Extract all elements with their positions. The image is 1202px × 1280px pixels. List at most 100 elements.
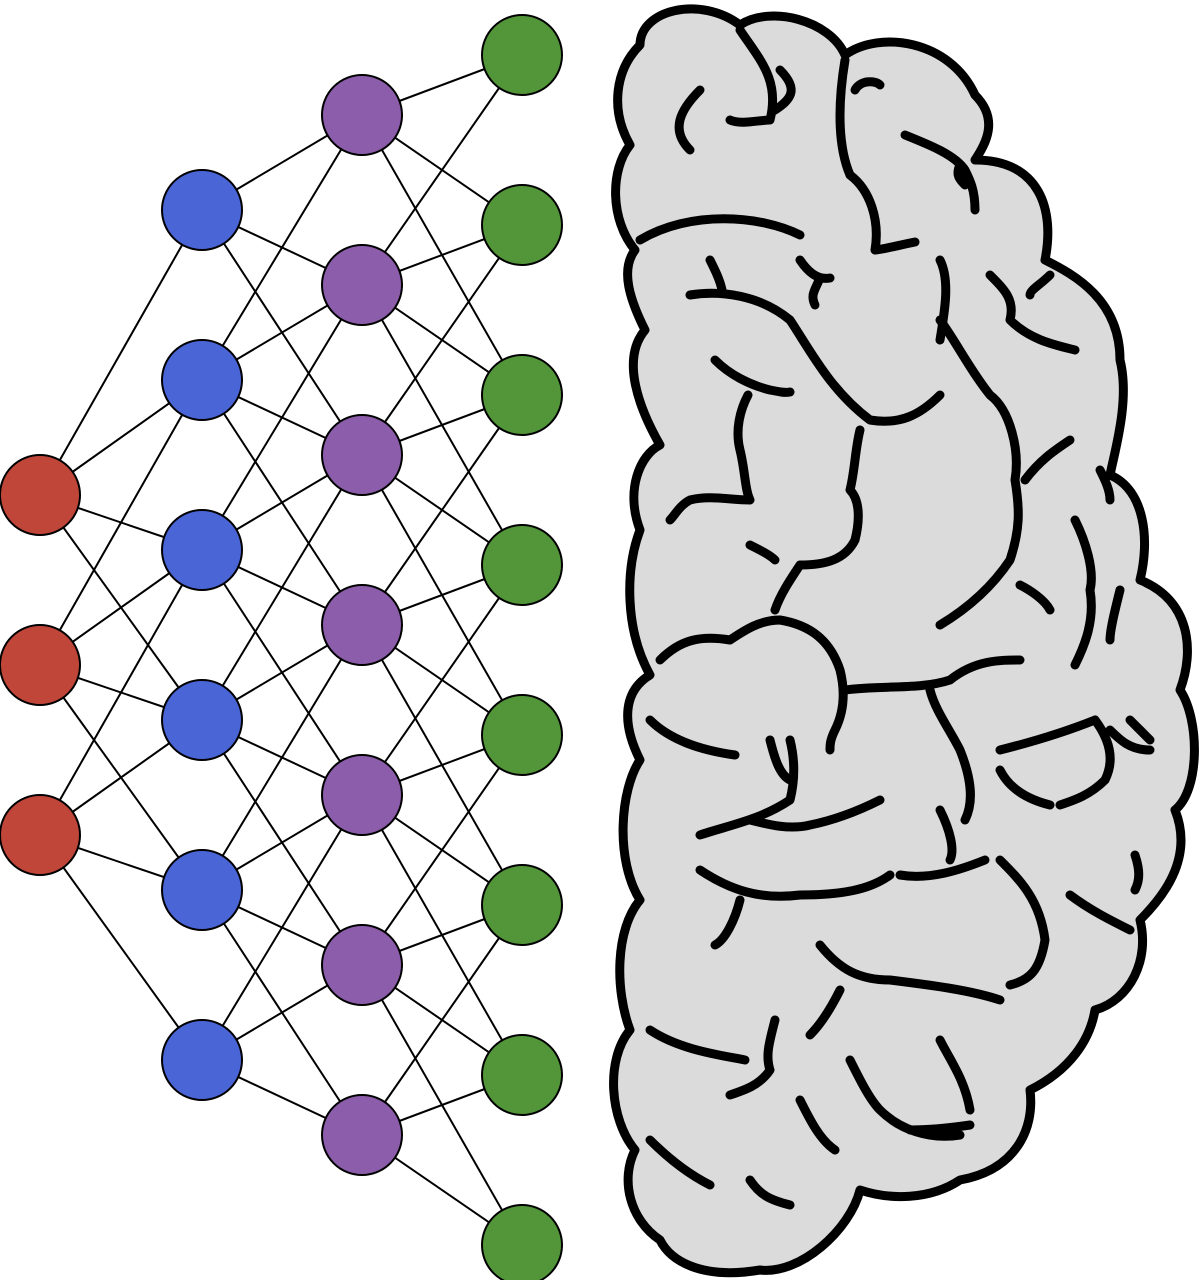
brain-fold bbox=[905, 1120, 975, 1135]
output-node-1 bbox=[481, 14, 563, 96]
brain-fold bbox=[935, 315, 1023, 630]
network-edge bbox=[361, 54, 523, 286]
output-node-4 bbox=[481, 524, 563, 606]
output-node-8 bbox=[481, 1204, 563, 1280]
brain-fold bbox=[805, 985, 845, 1040]
brain-fold bbox=[935, 805, 957, 865]
brain-fold bbox=[665, 390, 755, 525]
hidden-1-node-3 bbox=[161, 509, 243, 591]
hidden-1-node-2 bbox=[161, 339, 243, 421]
brain-fold bbox=[1065, 890, 1135, 935]
input-node-1 bbox=[0, 454, 81, 536]
brain-fold bbox=[1025, 270, 1055, 300]
brain-fold bbox=[645, 1135, 715, 1190]
brain-fold bbox=[710, 355, 795, 397]
brain-fold bbox=[745, 795, 885, 832]
network-edge bbox=[361, 564, 523, 796]
brain-fold bbox=[1130, 850, 1144, 895]
brain-fold bbox=[808, 273, 825, 310]
hidden-1-node-5 bbox=[161, 849, 243, 931]
brain-fold bbox=[935, 1035, 975, 1115]
network-edges bbox=[39, 54, 523, 1246]
brain-fold bbox=[655, 615, 848, 755]
brain-fold bbox=[1015, 580, 1055, 615]
brain-fold bbox=[1105, 585, 1125, 645]
brain-fold bbox=[850, 77, 885, 95]
brain-fold bbox=[845, 1055, 965, 1141]
brain-half-icon bbox=[609, 4, 1199, 1278]
input-node-3 bbox=[0, 794, 81, 876]
input-node-2 bbox=[0, 624, 81, 706]
network-edge bbox=[201, 284, 363, 551]
network-edge bbox=[39, 834, 203, 1061]
brain-fold bbox=[845, 170, 920, 255]
brain-fold bbox=[795, 1095, 840, 1155]
brain-fold bbox=[674, 85, 705, 155]
network-edge bbox=[201, 624, 363, 891]
network-edge bbox=[39, 209, 203, 496]
brain-fold bbox=[995, 855, 1050, 990]
brain-fold bbox=[635, 214, 805, 245]
output-node-6 bbox=[481, 864, 563, 946]
brain-fold bbox=[1125, 715, 1155, 745]
brain-fold bbox=[685, 288, 945, 426]
brain-fold bbox=[745, 540, 780, 565]
brain-fold bbox=[815, 940, 1005, 1005]
network-edge bbox=[201, 114, 363, 381]
brain-fold bbox=[725, 1015, 780, 1100]
network-edge bbox=[39, 549, 203, 836]
brain-fold bbox=[900, 130, 980, 215]
brain-fold bbox=[995, 765, 1055, 810]
brain-fold bbox=[710, 895, 745, 950]
hidden-1-node-4 bbox=[161, 679, 243, 761]
network-edge bbox=[201, 794, 363, 1061]
brain-folds bbox=[635, 25, 1155, 1210]
hidden-2-node-3 bbox=[321, 414, 403, 496]
brain-fold bbox=[840, 655, 1025, 695]
brain-fold bbox=[645, 715, 740, 760]
brain-fold bbox=[953, 160, 970, 190]
brain-fold bbox=[1020, 435, 1075, 485]
hidden-2-node-1 bbox=[321, 74, 403, 156]
brain-fold bbox=[985, 270, 1080, 355]
hidden-2-node-5 bbox=[321, 754, 403, 836]
brain-fold bbox=[1070, 515, 1096, 670]
brain-fold bbox=[895, 855, 990, 881]
brain-outline bbox=[609, 4, 1199, 1278]
brain-fold bbox=[770, 425, 865, 615]
hidden-1-node-1 bbox=[161, 169, 243, 251]
hidden-1-node-6 bbox=[161, 1019, 243, 1101]
output-node-7 bbox=[481, 1034, 563, 1116]
output-node-2 bbox=[481, 184, 563, 266]
brain-fold bbox=[695, 735, 799, 840]
output-node-5 bbox=[481, 694, 563, 776]
brain-fold bbox=[1095, 465, 1115, 505]
brain-fold bbox=[770, 65, 796, 115]
network-edge bbox=[361, 224, 523, 456]
brain-fold bbox=[1105, 725, 1155, 755]
brain-fold bbox=[645, 1025, 750, 1065]
brain-fold bbox=[835, 55, 855, 180]
hidden-2-node-2 bbox=[321, 244, 403, 326]
network-nodes bbox=[0, 14, 563, 1280]
network-edge bbox=[39, 379, 203, 666]
brain-fold bbox=[935, 255, 951, 345]
brain-fold bbox=[745, 1175, 795, 1210]
hidden-2-node-6 bbox=[321, 924, 403, 1006]
network-edge bbox=[361, 904, 523, 1136]
network-edge bbox=[201, 454, 363, 721]
brain-fold bbox=[705, 255, 727, 295]
brain-fold bbox=[725, 25, 778, 127]
hidden-2-node-4 bbox=[321, 584, 403, 666]
network-edge bbox=[361, 734, 523, 966]
brain-fold bbox=[695, 865, 895, 901]
brain-fold bbox=[925, 685, 975, 825]
output-node-3 bbox=[481, 354, 563, 436]
network-edge bbox=[361, 394, 523, 626]
brain-fold bbox=[765, 735, 795, 785]
neural-network bbox=[0, 14, 563, 1280]
brain-fold bbox=[795, 255, 835, 283]
brain-fold bbox=[995, 715, 1115, 810]
